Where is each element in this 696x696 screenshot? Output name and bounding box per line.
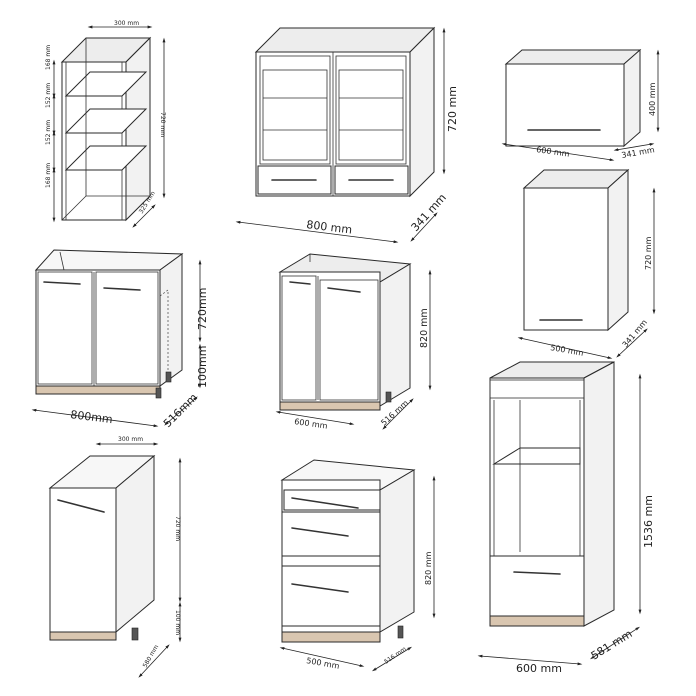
narrow-base-cabinet: 300 mm 720 mm 100 mm 580 mm	[48, 436, 182, 678]
oven-tall-height-label: 1536 mm	[642, 495, 655, 548]
double-base-cabinet: 820 mm 600 mm 516 mm	[275, 253, 432, 431]
tall-oven-cabinet: 1536 mm 600 mm 581 mm	[477, 361, 655, 675]
open-shelf-gap3-label: 152 mm	[45, 120, 52, 145]
narrow-base-height-label: 720 mm	[174, 516, 181, 541]
single-wall-depth-label: 341 mm	[621, 318, 649, 350]
drawer-base-height-label: 820 mm	[424, 551, 433, 585]
double-base-height-label: 820 mm	[419, 308, 430, 348]
narrow-base-depth-label: 580 mm	[142, 644, 161, 669]
single-wall-cabinet: 720 mm 500 mm 341 mm	[517, 168, 656, 359]
glass-wall-depth-label: 341 mm	[409, 191, 449, 234]
top-wall-cabinet: 400 mm 600 mm 341 mm	[501, 48, 660, 162]
sink-base-height-label: 720mm	[196, 288, 209, 330]
sink-base-legs-label: 100mm	[196, 346, 209, 388]
open-shelf-width-label: 300 mm	[114, 20, 139, 27]
oven-tall-width-label: 600 mm	[516, 662, 562, 675]
single-wall-height-label: 720 mm	[644, 236, 653, 270]
sink-base-depth-label: 516mm	[161, 391, 200, 430]
glass-wall-height-label: 720 mm	[446, 86, 459, 132]
open-shelf-height-label: 720 mm	[159, 112, 166, 137]
top-wall-height-label: 400 mm	[648, 82, 657, 116]
narrow-base-legs-label: 100 mm	[174, 610, 181, 635]
top-wall-depth-label: 341 mm	[621, 145, 656, 160]
open-shelf-cabinet: 300 mm 720 mm 325 mm 168 mm 152 mm 152 m…	[45, 20, 166, 228]
glass-wall-width-label: 800 mm	[306, 218, 353, 237]
top-wall-width-label: 600 mm	[536, 145, 571, 159]
open-shelf-gap2-label: 152 mm	[45, 83, 52, 108]
drawer-base-width-label: 500 mm	[306, 656, 341, 671]
sink-base-width-label: 800mm	[70, 408, 114, 426]
glass-wall-cabinet: 720 mm 800 mm 341 mm	[235, 26, 459, 244]
narrow-base-width-label: 300 mm	[118, 436, 143, 443]
open-shelf-gap1-label: 168 mm	[45, 45, 52, 70]
open-shelf-gap4-label: 168 mm	[45, 163, 52, 188]
oven-tall-depth-label: 581 mm	[589, 627, 635, 662]
single-wall-width-label: 500 mm	[550, 343, 585, 358]
sink-base-cabinet: 720mm 100mm 800mm 516mm	[31, 249, 209, 430]
drawer-base-cabinet: 820 mm 500 mm 516 mm	[279, 459, 436, 672]
drawer-base-depth-label: 516 mm	[383, 645, 408, 665]
